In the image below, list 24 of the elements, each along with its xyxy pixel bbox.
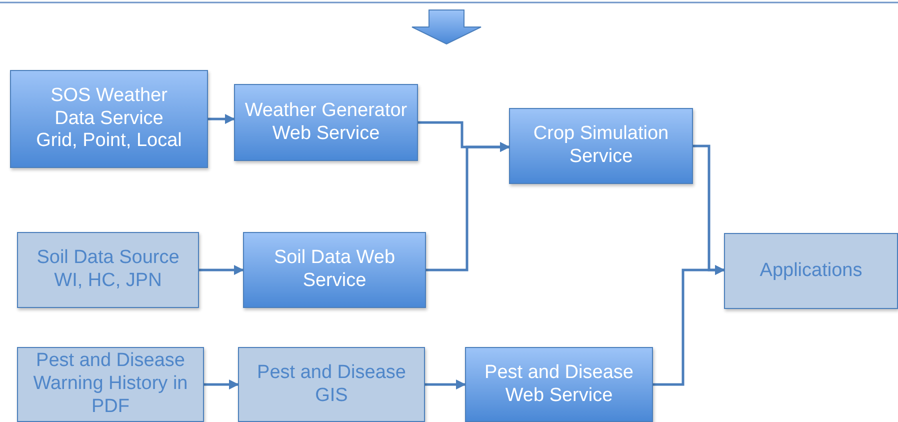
process-box	[243, 232, 426, 308]
box-label: SOS Weather Data Service Grid, Point, Local	[35, 84, 183, 154]
box-label: Pest and Disease Web Service	[484, 362, 634, 408]
box-label: Soil Data Source WI, HC, JPN	[36, 247, 180, 293]
box-label: Crop Simulation Service	[532, 123, 670, 169]
connector-arrow	[199, 265, 244, 275]
box-label: Weather Generator Web Service	[244, 100, 408, 146]
process-box	[10, 70, 208, 168]
connector-arrow	[426, 142, 510, 272]
connector-arrow	[653, 265, 725, 386]
process-box	[17, 347, 204, 422]
process-box	[509, 108, 693, 184]
process-box	[238, 347, 425, 422]
box-label: Applications	[758, 260, 864, 282]
box-label: Pest and Disease Warning History in PDF	[32, 350, 189, 419]
connector-arrow	[204, 380, 239, 390]
box-label: Soil Data Web Service	[272, 247, 396, 293]
process-box	[17, 232, 199, 308]
process-box	[724, 233, 898, 309]
box-label: Pest and Disease GIS	[256, 362, 407, 408]
process-box	[465, 347, 653, 422]
connector-arrow	[425, 380, 466, 390]
process-box	[234, 84, 418, 161]
connector-arrow	[208, 114, 235, 124]
